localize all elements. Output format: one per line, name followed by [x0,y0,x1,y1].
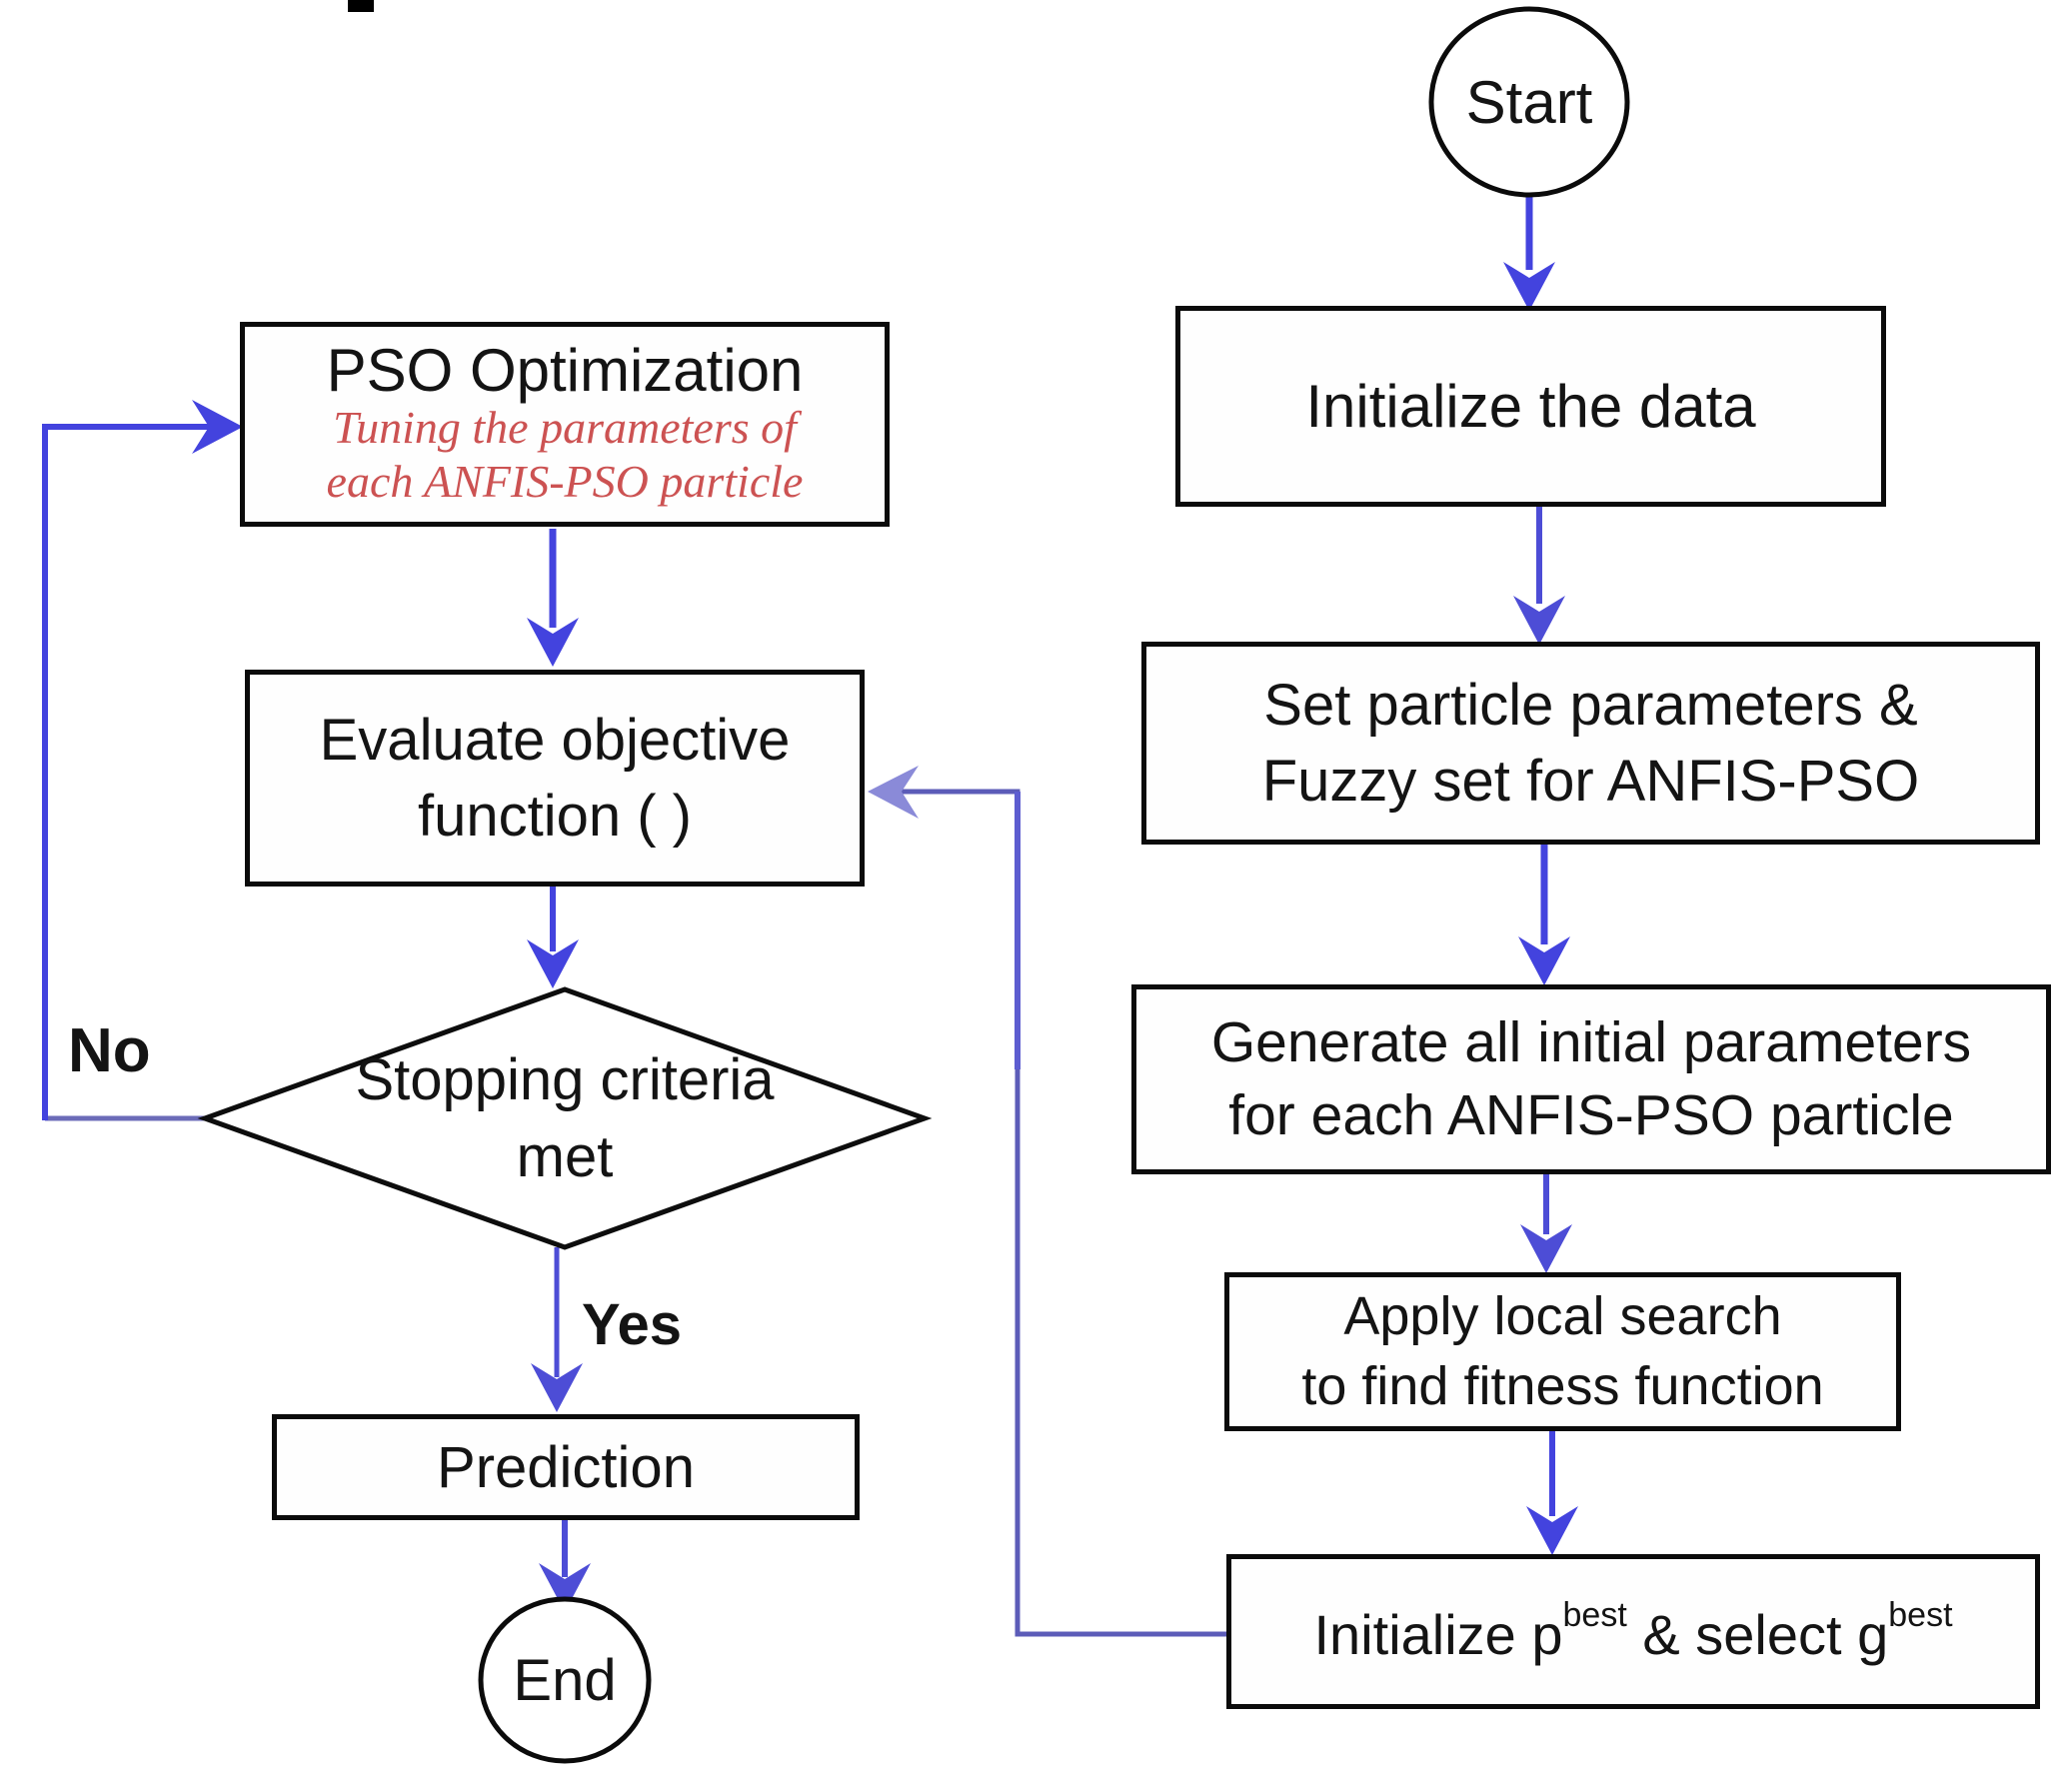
cropped-caption-artifact [348,0,374,12]
generate-line2: for each ANFIS-PSO particle [1228,1083,1954,1147]
arrowhead-yes-to-prediction [531,1363,583,1412]
prediction-box: Prediction [272,1414,860,1520]
start-node-label: Start [1465,68,1593,136]
evaluate-line1: Evaluate objective [319,708,791,774]
initialize-pbest-gbest-label: Initialize pbest & select gbest [1313,1596,1952,1667]
arrowhead-prediction-to-end [539,1563,591,1612]
end-node-label: End [513,1647,617,1713]
edge-no-vertical [42,424,214,1120]
local-search-line1: Apply local search [1343,1286,1782,1347]
initbest-mid: & select g [1626,1603,1889,1666]
evaluate-objective-box: Evaluate objective function ( ) [245,670,865,887]
initbest-sup2: best [1888,1596,1953,1634]
local-search-line2: to find fitness function [1301,1355,1824,1416]
arrowhead-start-to-init [1503,262,1555,311]
yes-branch-label: Yes [582,1292,682,1357]
arrowhead-localsearch-to-initbest [1526,1506,1578,1555]
end-node-shape [478,1596,652,1764]
no-branch-label: No [68,1016,151,1085]
prediction-label: Prediction [437,1434,695,1500]
decision-diamond-label: Stopping criteria met [245,1039,885,1199]
generate-initial-parameters-box: Generate all initial parameters for each… [1131,984,2051,1174]
arrowhead-generate-to-localsearch [1520,1224,1572,1273]
pso-optimization-title: PSO Optimization [326,336,804,404]
initialize-pbest-gbest-box: Initialize pbest & select gbest [1226,1554,2040,1709]
set-particle-parameters-box: Set particle parameters & Fuzzy set for … [1141,642,2040,845]
arrowhead-init-to-setparticle [1513,596,1565,645]
arrowhead-evaluate-to-decision [527,939,579,988]
evaluate-line2: function ( ) [418,783,692,849]
initbest-prefix: Initialize p [1313,1603,1563,1666]
arrowhead-return-into-evaluate [868,766,919,819]
decision-diamond-shape [197,986,933,1250]
set-particle-line2: Fuzzy set for ANFIS-PSO [1261,748,1920,814]
apply-local-search-box: Apply local search to find fitness funct… [1224,1272,1901,1431]
initialize-data-box: Initialize the data [1175,306,1886,507]
arrowhead-pso-to-evaluate [527,618,579,667]
pso-optimization-box: PSO Optimization Tuning the parameters o… [240,322,890,527]
arrowhead-setparticle-to-generate [1518,936,1570,985]
decision-line1: Stopping criteria [355,1047,775,1113]
pso-note-line1: Tuning the parameters of [333,401,797,453]
start-node-shape [1428,6,1630,198]
set-particle-line1: Set particle parameters & [1263,673,1918,739]
generate-line1: Generate all initial parameters [1210,1010,1972,1075]
decision-line2: met [516,1124,614,1189]
arrowhead-into-pso-box [192,400,243,454]
edge-return-to-evaluate [892,789,1226,1637]
initbest-sup1: best [1562,1596,1627,1634]
initialize-data-label: Initialize the data [1305,373,1756,440]
pso-note-line2: each ANFIS-PSO particle [326,456,804,508]
